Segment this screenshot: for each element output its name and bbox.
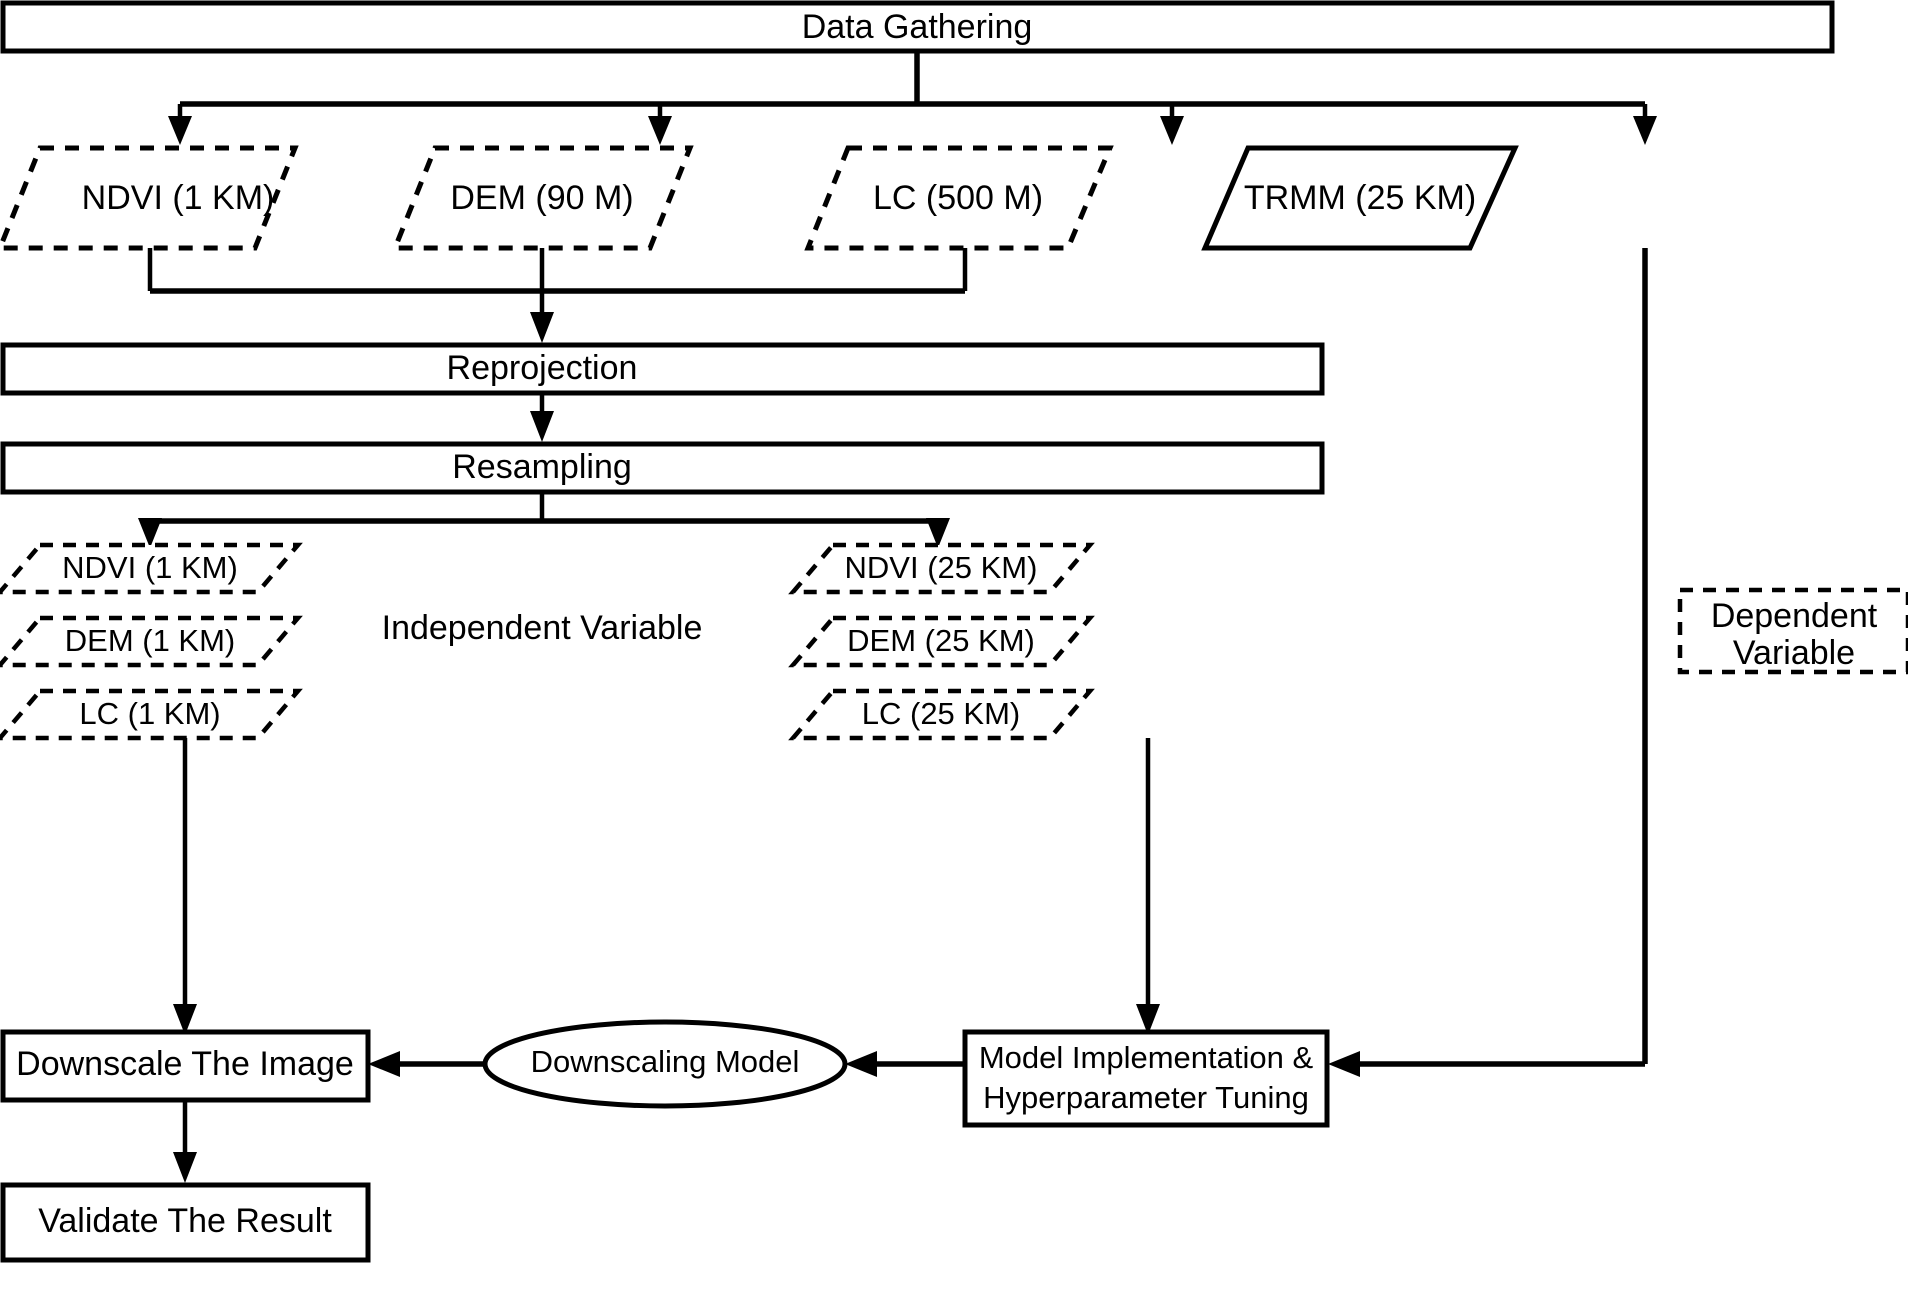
legend-dependent-variable-line2: Variable bbox=[1733, 634, 1855, 672]
node-dem-1km-out-label: DEM (1 KM) bbox=[65, 623, 236, 658]
node-resampling[interactable]: Resampling bbox=[0, 441, 1325, 495]
node-ndvi-1km-source-label: NDVI (1 KM) bbox=[82, 179, 275, 217]
node-downscale-the-image[interactable]: Downscale The Image bbox=[0, 1029, 371, 1103]
node-ndvi-1km-out-label: NDVI (1 KM) bbox=[62, 550, 238, 585]
node-lc-1km-out-label: LC (1 KM) bbox=[79, 696, 220, 731]
node-downscaling-model[interactable]: Downscaling Model bbox=[482, 1019, 848, 1109]
arrowhead-to-validate-result bbox=[173, 1152, 197, 1183]
arrowhead-to-dem90m bbox=[648, 116, 672, 145]
arrowhead-to-resampling bbox=[530, 411, 554, 442]
node-lc-25km-out-label: LC (25 KM) bbox=[862, 696, 1020, 731]
node-data-gathering-label: Data Gathering bbox=[802, 8, 1033, 46]
node-dem-25km-out-label: DEM (25 KM) bbox=[847, 623, 1035, 658]
arrowhead-to-trmm bbox=[1633, 116, 1657, 145]
arrowhead-to-ndvi-1km-out bbox=[138, 518, 162, 548]
node-dem-25km-out[interactable]: DEM (25 KM) bbox=[788, 615, 1095, 668]
node-ndvi-1km-out[interactable]: NDVI (1 KM) bbox=[0, 542, 303, 595]
node-dem-90m-source-label: DEM (90 M) bbox=[450, 179, 633, 217]
node-validate-the-result-label: Validate The Result bbox=[38, 1202, 332, 1240]
arrowhead-to-reprojection bbox=[530, 312, 554, 343]
node-dem-90m-source[interactable]: DEM (90 M) bbox=[391, 145, 694, 251]
arrowhead-to-model-implementation bbox=[1136, 1004, 1160, 1035]
node-trmm-25km-source[interactable]: TRMM (25 KM) bbox=[1201, 145, 1519, 251]
node-ndvi-1km-source[interactable]: NDVI (1 KM) bbox=[0, 145, 299, 251]
arrowhead-to-lc500m bbox=[1160, 116, 1184, 145]
node-reprojection[interactable]: Reprojection bbox=[0, 342, 1325, 396]
node-downscaling-model-label: Downscaling Model bbox=[531, 1044, 800, 1079]
arrowhead-trmm-to-model bbox=[1328, 1051, 1360, 1077]
node-data-gathering[interactable]: Data Gathering bbox=[0, 0, 1835, 54]
node-lc-1km-out[interactable]: LC (1 KM) bbox=[0, 688, 303, 741]
arrowhead-to-downscaling-model bbox=[845, 1051, 877, 1077]
node-resampling-label: Resampling bbox=[452, 448, 632, 486]
node-trmm-25km-source-label: TRMM (25 KM) bbox=[1244, 179, 1476, 217]
node-model-implementation-line1: Model Implementation & bbox=[979, 1040, 1314, 1075]
arrowhead-to-ndvi-25km-out bbox=[926, 518, 950, 548]
legend-dependent-variable: Dependent Variable bbox=[1677, 587, 1908, 675]
arrowhead-to-downscale-image bbox=[173, 1004, 197, 1035]
arrowhead-to-downscale-the-image bbox=[368, 1051, 400, 1077]
node-lc-500m-source[interactable]: LC (500 M) bbox=[804, 145, 1114, 251]
node-downscale-the-image-label: Downscale The Image bbox=[16, 1045, 354, 1083]
node-model-implementation-line2: Hyperparameter Tuning bbox=[983, 1080, 1309, 1115]
node-validate-the-result[interactable]: Validate The Result bbox=[0, 1182, 371, 1263]
node-dem-1km-out[interactable]: DEM (1 KM) bbox=[0, 615, 303, 668]
legend-dependent-variable-line1: Dependent bbox=[1711, 597, 1878, 635]
node-ndvi-25km-out-label: NDVI (25 KM) bbox=[845, 550, 1038, 585]
node-lc-500m-source-label: LC (500 M) bbox=[873, 179, 1043, 217]
node-ndvi-25km-out[interactable]: NDVI (25 KM) bbox=[788, 542, 1095, 595]
node-lc-25km-out[interactable]: LC (25 KM) bbox=[788, 688, 1095, 741]
node-model-implementation[interactable]: Model Implementation & Hyperparameter Tu… bbox=[962, 1029, 1330, 1128]
node-reprojection-label: Reprojection bbox=[447, 349, 638, 387]
arrowhead-to-ndvi1km bbox=[168, 116, 192, 145]
annotation-independent-variable: Independent Variable bbox=[382, 609, 703, 647]
